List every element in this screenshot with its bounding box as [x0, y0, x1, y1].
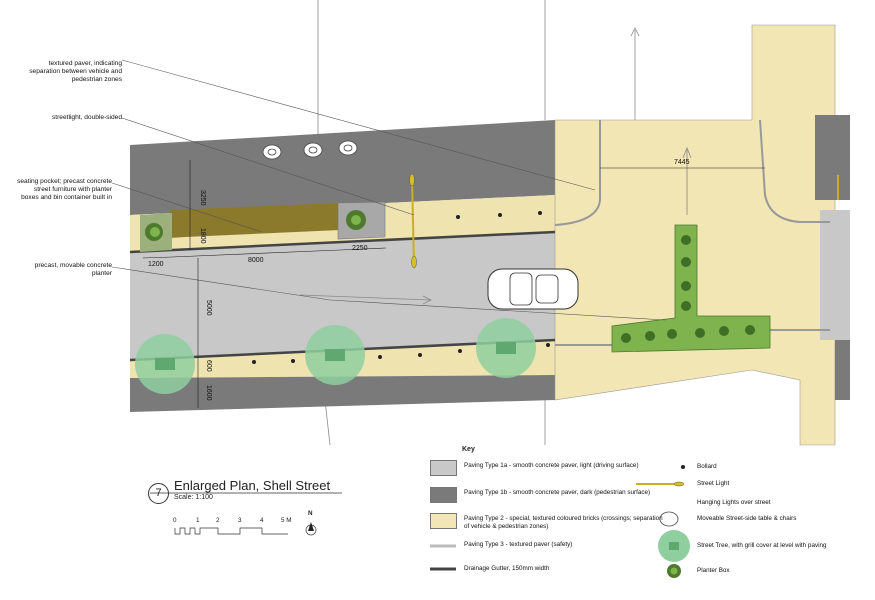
dimension-lines — [142, 160, 765, 408]
leader-lines — [111, 59, 666, 321]
dim-1600: 1600 — [205, 385, 212, 401]
dim-5000: 5000 — [205, 300, 212, 316]
t-planter — [611, 224, 771, 353]
annotation-seating-pocket: seating pocket; precast concrete street … — [17, 178, 112, 201]
dim-600: 600 — [205, 360, 212, 372]
key-hanging-lights: Hanging Lights over street — [697, 499, 771, 506]
scale-tick-4: 4 — [260, 517, 264, 524]
direction-arrows — [299, 27, 692, 305]
table-chairs — [262, 140, 358, 160]
scale-tick-2: 2 — [216, 517, 220, 524]
swatch-paving-2 — [430, 513, 457, 529]
scale-tick-0: 0 — [173, 517, 177, 524]
scale-tick-1: 1 — [196, 517, 200, 524]
annotation-movable-planter: precast, movable concrete planter — [34, 262, 112, 277]
key-planter-box: Planter Box — [697, 567, 730, 574]
swatch-paving-1b — [430, 487, 457, 503]
scale-bar — [174, 527, 288, 535]
key-bollard: Bollard — [697, 463, 717, 470]
dim-2250: 2250 — [352, 245, 368, 252]
annotation-streetlight: streetlight, double-sided — [51, 114, 122, 121]
dimension-labels: 3250 1800 1200 8000 2250 5000 600 1600 7… — [148, 159, 690, 401]
dark-pavement-east — [815, 115, 850, 200]
scale-tick-5: 5 M — [281, 517, 292, 524]
dark-pavement-south — [130, 375, 555, 412]
annotation-textured-paver: textured paver, indicating separation be… — [29, 60, 122, 83]
street-trees — [135, 318, 536, 394]
key-paving-1a: Paving Type 1a - smooth concrete paver, … — [464, 462, 639, 469]
key-symbols — [430, 465, 690, 578]
north-label: N — [308, 510, 313, 517]
scale-tick-3: 3 — [238, 517, 242, 524]
drawing-scale: Scale: 1:100 — [174, 494, 213, 501]
north-arrow — [305, 522, 317, 536]
key-table-chairs: Moveable Street-side table & chairs — [697, 515, 797, 522]
key-street-light: Street Light — [697, 480, 730, 487]
dim-3250: 3250 — [199, 190, 206, 206]
textured-paver-curbs — [554, 119, 830, 346]
dark-pavement-north — [130, 120, 555, 215]
seating-pocket — [170, 203, 340, 238]
street-light — [409, 173, 839, 269]
dim-8000: 8000 — [248, 257, 264, 264]
key-street-tree: Street Tree, with grill cover at level w… — [697, 542, 827, 549]
dim-7445: 7445 — [674, 159, 690, 166]
dim-1200: 1200 — [148, 261, 164, 268]
dim-1800: 1800 — [199, 228, 206, 244]
key-paving-3: Paving Type 3 - textured paver (safety) — [464, 541, 573, 548]
planter-box-icons — [145, 210, 366, 241]
car — [487, 268, 579, 310]
key-paving-2: Paving Type 2 - special, textured colour… — [464, 515, 663, 530]
drawing-number: 7 — [148, 483, 169, 504]
road-surface — [130, 232, 555, 360]
bollards — [252, 211, 550, 364]
drawing-title: Enlarged Plan, Shell Street — [174, 478, 331, 493]
key-paving-1b: Paving Type 1b - smooth concrete paver, … — [464, 489, 651, 496]
swatch-paving-1a — [430, 460, 457, 476]
road-east — [820, 210, 850, 340]
key-heading: Key — [462, 446, 475, 453]
dark-pavement-east-south — [835, 340, 850, 400]
key-gutter: Drainage Gutter, 150mm width — [464, 565, 550, 572]
